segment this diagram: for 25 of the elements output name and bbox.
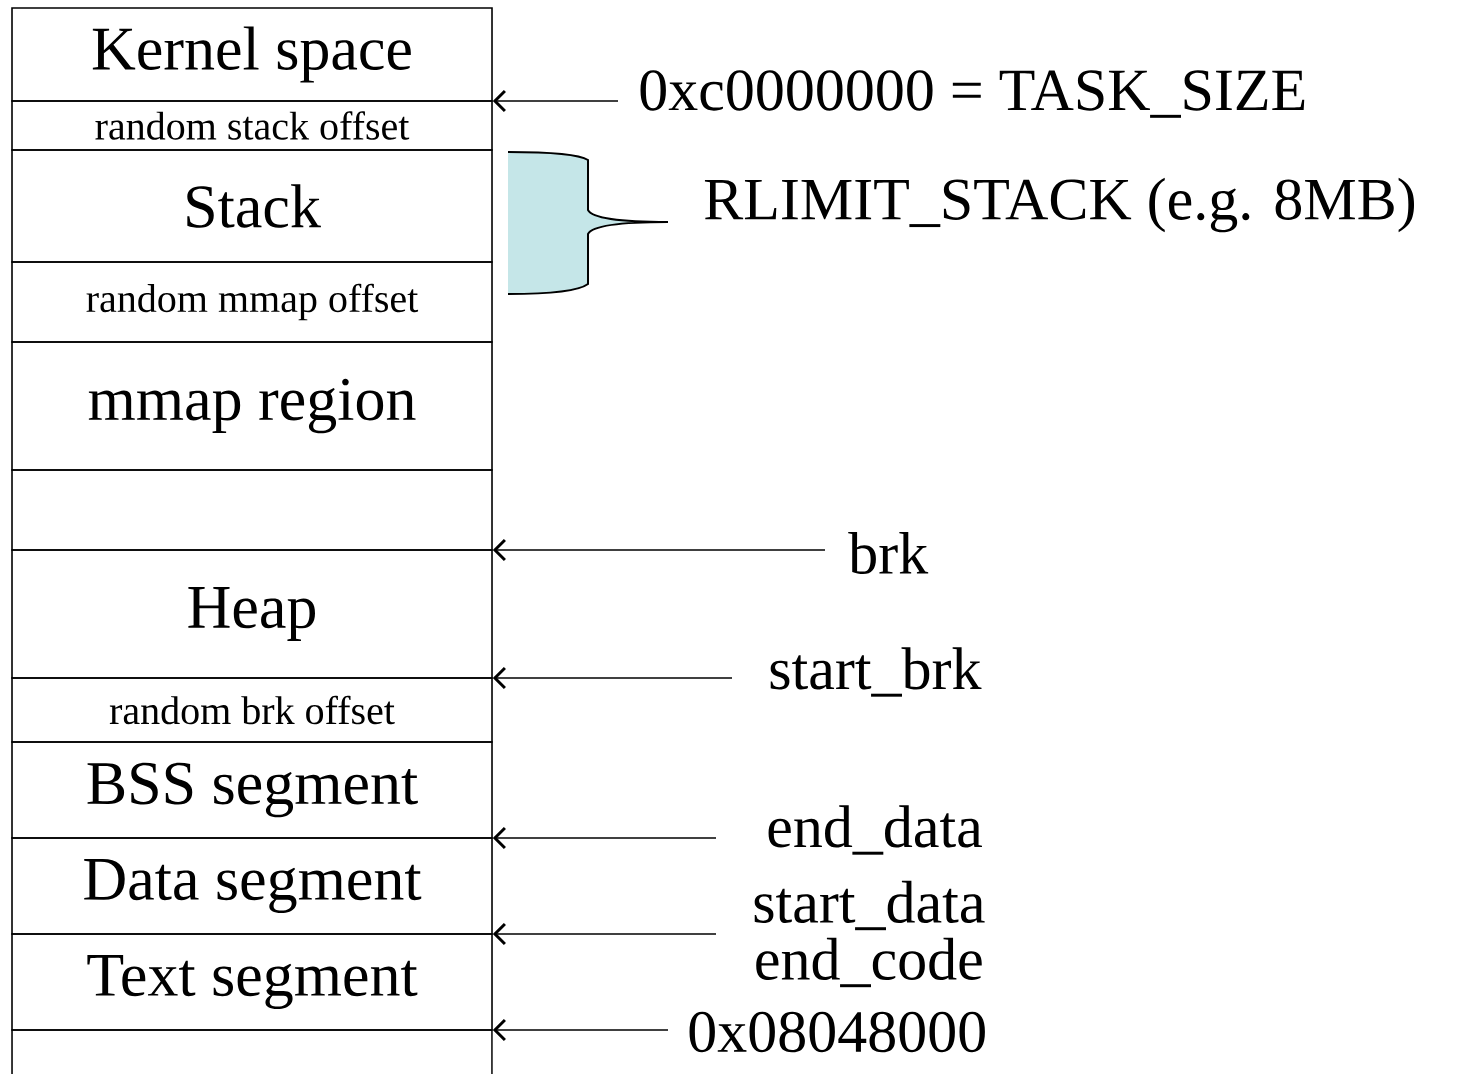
arrow <box>492 1018 669 1042</box>
arrow <box>492 89 619 113</box>
memory-segment: Heap <box>11 549 493 679</box>
address-label: start_brk <box>770 647 982 697</box>
arrow <box>492 538 826 562</box>
address-label: 0x08048000 <box>689 1011 985 1053</box>
empty-segment <box>11 1029 493 1074</box>
address-label: end_data <box>768 805 982 855</box>
arrow <box>492 826 717 850</box>
address-label: start_data end_code <box>754 880 985 988</box>
memory-segment: random brk offset <box>11 677 493 743</box>
empty-segment <box>11 469 493 551</box>
address-label: 0xc0000000 = TASK_SIZE <box>640 70 1305 118</box>
memory-segment: Data segment <box>11 837 493 935</box>
arrow <box>492 666 733 690</box>
memory-segment: Stack <box>11 149 493 263</box>
memory-segment: Text segment <box>11 933 493 1031</box>
memory-segment: BSS segment <box>11 741 493 839</box>
memory-segment: random stack offset <box>11 100 493 151</box>
arrow <box>492 922 717 946</box>
memory-segment: mmap region <box>11 341 493 471</box>
memory-segment: random mmap offset <box>11 261 493 343</box>
memory-segment: Kernel space <box>11 7 493 102</box>
address-label: brk <box>848 531 929 575</box>
limit-label: RLIMIT_STACK (e.g. 8MB) <box>704 177 1415 233</box>
